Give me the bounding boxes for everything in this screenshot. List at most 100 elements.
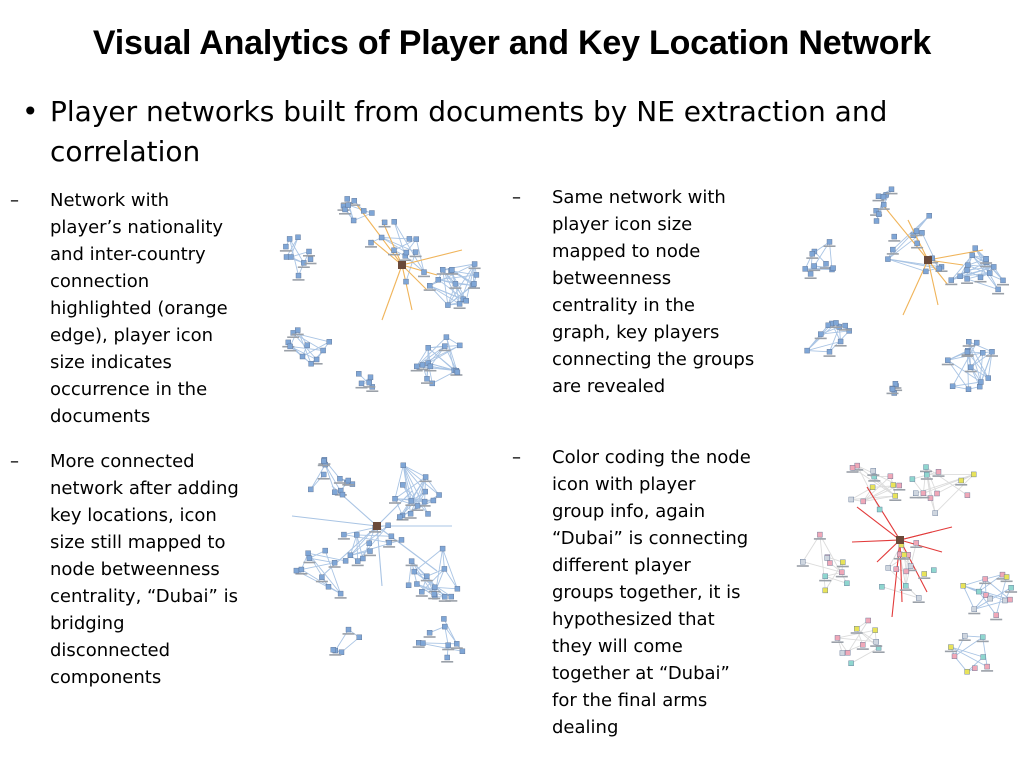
node-label-mark: [365, 246, 377, 248]
subbullet-nationality-network: – Network with player’s nationality and …: [10, 187, 260, 437]
graph-edge: [353, 212, 373, 221]
text-line: Network with: [50, 190, 170, 211]
graph-node: [880, 194, 887, 200]
graph-node: [344, 196, 350, 202]
graph-node: [403, 249, 410, 256]
graph-node: [442, 343, 448, 349]
node-label-mark: [814, 337, 827, 340]
graph-edge: [292, 332, 324, 351]
graph-edge: [416, 347, 429, 367]
graph-node: [283, 243, 289, 250]
node-label-mark: [423, 636, 436, 638]
graph-node: [367, 374, 374, 381]
node-label-mark: [405, 504, 418, 506]
graph-node: [848, 660, 854, 667]
graph-node: [403, 278, 409, 285]
graph-edge: [819, 534, 848, 584]
graph-edge: [970, 351, 993, 368]
node-label-mark: [291, 333, 304, 336]
node-label-mark: [909, 496, 922, 499]
node-label-mark: [958, 639, 971, 641]
graph-edge: [442, 263, 475, 271]
graph-node: [989, 348, 995, 355]
node-label-mark: [917, 496, 930, 499]
node-label-mark: [935, 270, 948, 272]
graph-node: [995, 286, 1001, 293]
main-bullet-text: Player networks built from documents by …: [50, 95, 888, 168]
graph-node: [860, 498, 867, 505]
graph-node: [436, 492, 442, 498]
graph-edge: [426, 568, 445, 577]
graph-edge: [442, 269, 449, 306]
graph-node: [915, 595, 922, 601]
graph-edge: [381, 264, 403, 321]
graph-node: [345, 626, 352, 633]
graph-node: [892, 380, 899, 387]
graph-node: [397, 514, 403, 520]
graph-node: [891, 233, 898, 240]
graph-edge: [954, 635, 966, 657]
graph-node: [345, 202, 352, 208]
node-label-mark: [990, 618, 1003, 621]
graph-edge: [349, 534, 358, 556]
node-layer: [802, 186, 1009, 396]
node-label-mark: [823, 245, 836, 247]
network-graph-nationality: [262, 180, 502, 410]
graph-node: [802, 266, 808, 272]
graph-edge: [401, 249, 463, 266]
graph-node: [873, 208, 879, 214]
node-label-mark: [442, 648, 455, 651]
text-line: player icon size: [552, 214, 693, 235]
node-label-mark: [961, 355, 974, 357]
graph-node: [459, 648, 466, 655]
graph-node: [976, 383, 983, 390]
graph-node: [919, 230, 925, 236]
graph-edge: [401, 264, 428, 291]
text-line: hypothesized that: [552, 609, 715, 630]
graph-node: [442, 594, 448, 600]
node-label-mark: [416, 368, 429, 371]
node-label-mark: [438, 600, 451, 602]
node-label-mark: [904, 569, 917, 572]
graph-node: [971, 606, 978, 612]
graph-edge: [410, 476, 427, 514]
node-label-mark: [886, 253, 899, 255]
graph-node: [1000, 277, 1006, 284]
graph-node: [295, 327, 301, 333]
node-label-mark: [992, 292, 1005, 295]
graph-node: [907, 563, 914, 569]
graph-node: [827, 560, 833, 566]
graph-node: [926, 213, 932, 219]
graph-edge: [802, 561, 842, 573]
graph-edge: [393, 221, 406, 257]
node-label-mark: [910, 234, 923, 237]
graph-node: [287, 343, 293, 350]
graph-node: [354, 558, 361, 564]
graph-node: [288, 254, 294, 260]
graph-node: [848, 496, 855, 503]
text-line: betweenness: [552, 268, 672, 289]
node-label-mark: [868, 480, 881, 482]
node-label-mark: [423, 289, 436, 291]
graph-node: [326, 339, 333, 345]
graph-node: [924, 472, 930, 478]
node-label-mark: [851, 469, 864, 471]
graph-edge: [442, 269, 461, 305]
graph-edge: [863, 495, 896, 502]
graph-node: [408, 558, 415, 564]
graph-edge: [807, 350, 830, 353]
node-label-mark: [450, 647, 463, 649]
bullet-glyph: •: [22, 95, 39, 128]
edge-layer: [291, 459, 463, 658]
node-label-mark: [364, 554, 376, 557]
graph-node: [839, 569, 845, 576]
graph-edge: [847, 620, 869, 654]
graph-edge: [837, 629, 876, 639]
text-line: highlighted (orange: [50, 298, 228, 319]
graph-edge: [442, 548, 458, 589]
node-label-mark: [303, 561, 316, 564]
graph-node: [431, 591, 437, 597]
graph-edge: [985, 574, 1003, 580]
node-label-mark: [334, 597, 347, 599]
node-label-mark: [961, 282, 974, 284]
